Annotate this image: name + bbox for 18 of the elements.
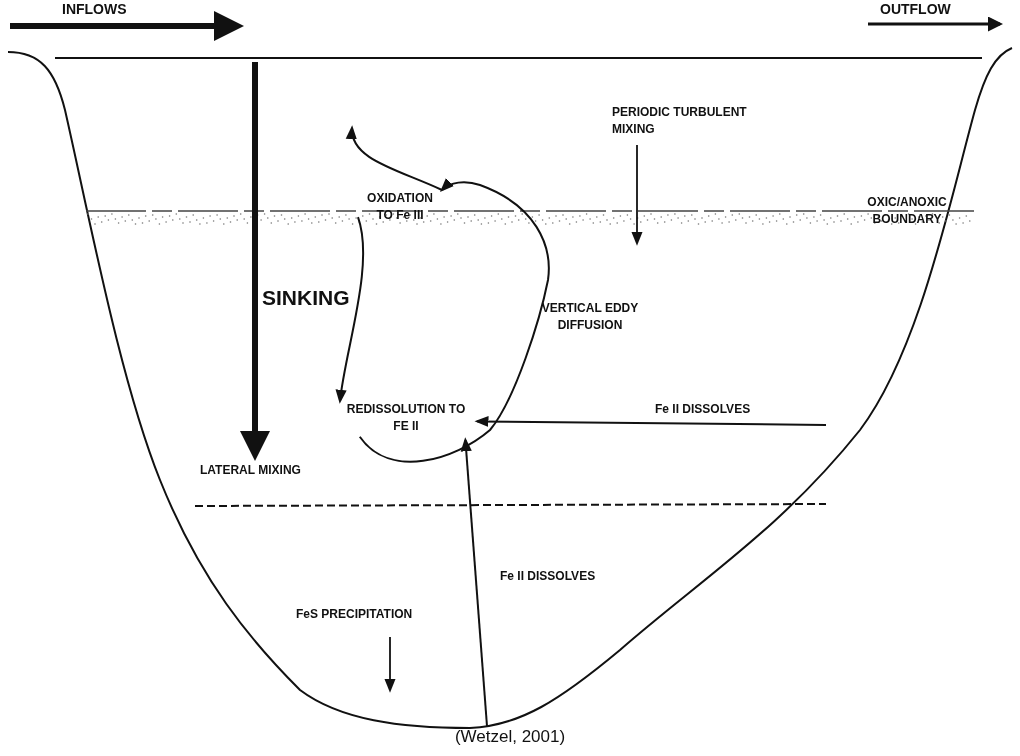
inflow-label: INFLOWS — [62, 0, 127, 18]
caption: (Wetzel, 2001) — [453, 726, 567, 747]
arrow — [335, 216, 365, 404]
boundary-label: OXIC/ANOXIC BOUNDARY — [866, 194, 948, 228]
process-label: REDISSOLUTION TO FE II — [340, 401, 472, 435]
arrow — [460, 437, 488, 727]
process-label: SINKING — [262, 285, 350, 310]
arrow — [358, 178, 550, 463]
outflow-label: OUTFLOW — [880, 0, 951, 18]
edge-label: VERTICAL EDDY DIFFUSION — [540, 300, 640, 334]
process-label: PERIODIC TURBULENT MIXING — [612, 104, 748, 138]
edge-label: Fe II DISSOLVES — [655, 401, 751, 418]
arrow — [347, 125, 443, 191]
process-label: OXIDATION TO Fe III — [358, 190, 442, 224]
edge-label: Fe II DISSOLVES — [500, 568, 596, 585]
process-label: LATERAL MIXING — [200, 462, 301, 479]
process-label: FeS PRECIPITATION — [296, 606, 413, 623]
arrow — [474, 415, 827, 428]
